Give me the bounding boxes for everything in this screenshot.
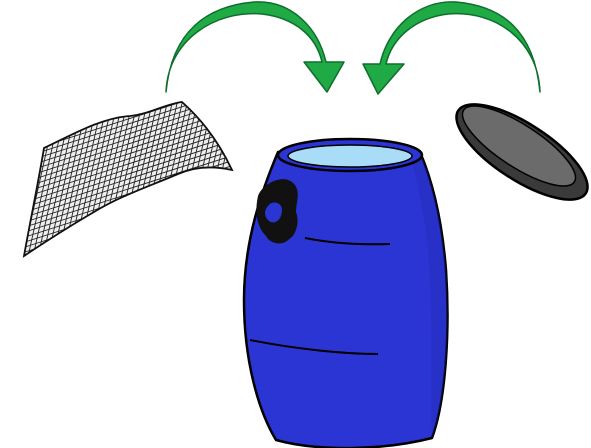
- right-curved-arrow-icon: [363, 2, 540, 94]
- left-curved-arrow-icon: [166, 2, 344, 92]
- barrel-lid-icon: [443, 87, 591, 217]
- mesh-net-icon: [0, 40, 250, 330]
- blue-barrel-icon: [244, 139, 447, 448]
